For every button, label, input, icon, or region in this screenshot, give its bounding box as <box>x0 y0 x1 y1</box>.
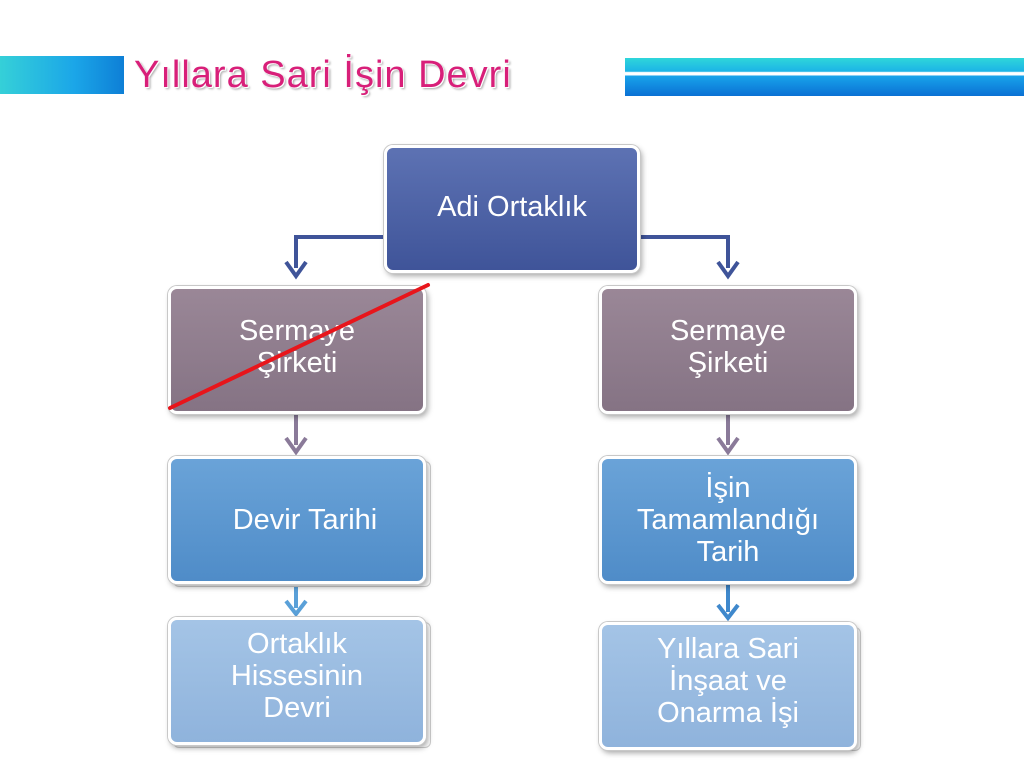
connector-left-company-to-date <box>284 414 308 456</box>
node-devir-tarihi: Devir Tarihi <box>168 456 426 584</box>
node-adi-ortaklik: Adi Ortaklık <box>384 145 640 273</box>
arrowhead-icon <box>716 436 740 456</box>
node-label: Adi Ortaklık <box>437 191 587 223</box>
node-sermaye-sirketi-right: Sermaye Şirketi <box>599 286 857 414</box>
connector-root-to-left <box>284 235 384 280</box>
connector-right-company-to-date <box>716 414 740 456</box>
arrowhead-icon <box>716 603 740 622</box>
node-label: Yıllara Sari İnşaat ve Onarma İşi <box>657 633 799 729</box>
header-accent-bar-left <box>0 56 124 94</box>
arrowhead-icon <box>716 260 740 280</box>
node-ortaklik-hissesinin-devri: Ortaklık Hissesinin Devri <box>168 617 426 745</box>
connector-right-date-to-result <box>716 584 740 622</box>
node-isin-tamamlandigi-tarih: İşin Tamamlandığı Tarih <box>599 456 857 584</box>
node-label: Sermaye Şirketi <box>238 315 356 379</box>
arrowhead-icon <box>284 436 308 456</box>
connector-left-date-to-result <box>284 584 308 618</box>
page-title: Yıllara Sari İşin Devri <box>134 54 512 96</box>
node-label: Ortaklık Hissesinin Devri <box>230 628 364 724</box>
node-sermaye-sirketi-left: Sermaye Şirketi <box>168 286 426 414</box>
node-yillara-sari-insaat: Yıllara Sari İnşaat ve Onarma İşi <box>599 622 857 750</box>
connector-root-to-right <box>640 235 740 280</box>
node-label: İşin Tamamlandığı Tarih <box>636 472 820 568</box>
arrowhead-icon <box>284 260 308 280</box>
header-accent-bar-right <box>625 58 1024 96</box>
arrowhead-icon <box>284 599 308 618</box>
node-label: Sermaye Şirketi <box>669 315 787 379</box>
node-label: Devir Tarihi <box>232 504 378 536</box>
